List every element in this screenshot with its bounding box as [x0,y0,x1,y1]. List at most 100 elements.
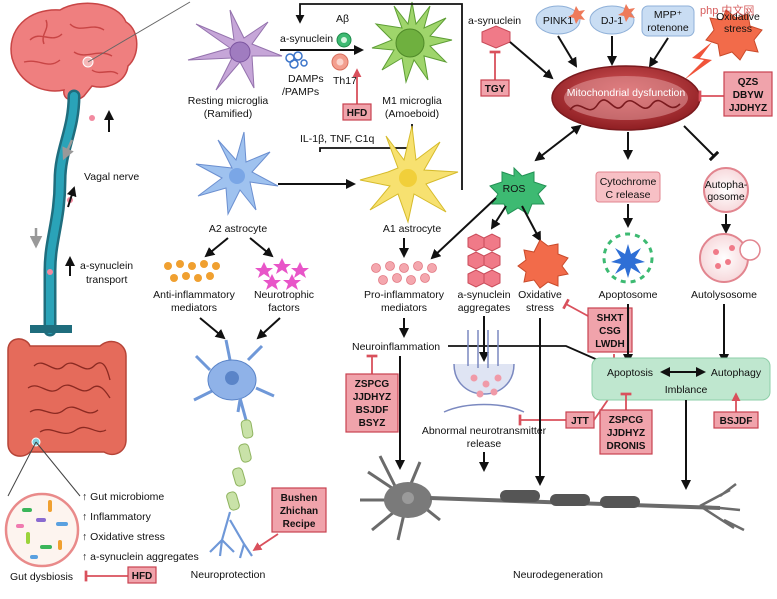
zspcg-line-1: ZSPCG [355,379,390,390]
cytokines-label: IL-1β, TNF, C1q [300,133,374,145]
dj1-oval [589,4,635,35]
pink1-label: PINK1 [543,15,574,27]
zspcg2-box [599,409,653,455]
bsjdf-label: BSJDF [720,416,753,427]
zspcg2-line-3: DRONIS [607,441,646,452]
apoptosome-icon [602,232,654,284]
shxt-line-2: CSG [599,326,621,337]
shxt-line-1: SHXT [597,313,624,324]
shxt-line-3: LWDH [595,339,624,350]
bushen-box [271,487,327,533]
ros-star [489,166,547,215]
ros-to-oxid-arrow [521,205,541,242]
zspcg-line-3: BSJDF [356,405,389,416]
shxt-box [587,307,633,353]
synapse-icon [443,330,525,413]
pro-inflammatory-dots [371,261,437,285]
asyn-top-label: a-synuclein [468,15,521,27]
hfd-gut-box [127,566,157,584]
anti-to-neuron-arrow [199,317,226,340]
gray-down-arrow-1 [62,139,74,161]
oxid-right-star [517,239,569,289]
transport-label-2: transport [86,274,128,286]
gut-zoom-line-1 [7,441,37,497]
bushen-line-1: Bushen [281,493,318,504]
neuroinflammation-label: Neuroinflammation [352,341,440,353]
mito-autoph-inhibit [683,125,720,162]
up-arrow-2 [66,186,77,208]
bushen-arrow [252,533,279,551]
mito-ros-double-arrow [534,124,582,162]
bushen-line-3: Recipe [283,519,316,530]
apoptosome-label: Apoptosome [599,289,658,301]
pro-inflammatory-label-1: Pro-inflammatory [364,289,445,301]
zspcg2-line-2: JJDHYZ [607,428,645,439]
neurotrophic-factors-icon [255,258,309,290]
neurotrophic-label-1: Neurotrophic [254,289,314,301]
abeta-icon [336,32,352,48]
damps-label-2: /PAMPs [282,86,319,98]
watermark: php 中文网 [700,3,754,17]
mpp-label-1: MPP⁺ [654,9,683,21]
gut-dysbiosis-label: Gut dysbiosis [10,571,73,583]
imbalance-band [591,357,771,401]
shxt-inhibit [562,298,589,317]
hfd-microglia-label: HFD [347,108,368,119]
m1-microglia-label-1: M1 microglia [382,95,442,107]
mpp-arrow [648,37,669,68]
a2-to-anti-arrow [204,237,229,258]
abeta-label: Aβ [336,13,349,25]
dj1-label: DJ-1 [601,15,623,27]
top-connector [295,3,463,190]
tgy-box [480,79,510,97]
pink1-arrow [557,35,578,68]
a2-astrocyte-label: A2 astrocyte [209,223,268,235]
microbiome-circle [4,492,80,568]
hfd-microglia-box [342,103,372,121]
autoph-label-1: Autopha- [705,179,748,191]
a2-astrocyte [195,131,279,216]
autoph-label-2: gosome [707,191,745,203]
resting-microglia-label-2: (Ramified) [204,108,252,120]
brain [10,2,138,101]
oxid-right-label-1: Oxidative [518,289,562,301]
cyto-label-2: C release [606,189,651,201]
ros-to-pro-arrow [430,197,497,260]
lightning-icon [684,42,712,80]
qzs-line-1: QZS [738,77,759,88]
autolysosome-icon [699,233,761,283]
protective-neuron [193,339,275,559]
degenerating-neuron [360,455,745,541]
mito-dysfunction-label: Mitochondrial dysfunction [567,87,686,99]
ros-to-agg-arrow [490,205,507,230]
resting-microglia-label-1: Resting microglia [188,95,269,107]
mitochondrion [551,65,701,131]
a2-to-neuro-arrow [249,237,274,258]
apoptosis-label: Apoptosis [607,367,653,379]
cyto-label-1: Cytochrome [600,176,657,188]
autophagosome-circle [703,167,749,213]
tgy-label: TGY [485,84,506,95]
th17-label: Th17 [333,75,357,87]
a1-astrocyte [359,125,459,224]
bsjdf-box [713,411,759,429]
autolysosome-label: Autolysosome [691,289,757,301]
zspcg2-line-1: ZSPCG [609,415,644,426]
m1-microglia [371,1,453,84]
abnormal-release-label-2: release [467,438,502,450]
zspcg-line-2: JJDHYZ [353,392,391,403]
anti-inflammatory-dots [164,260,220,282]
transport-label-1: a-synuclein [80,260,133,272]
qzs-line-2: DBYW [733,90,764,101]
anti-inflammatory-label-2: mediators [171,302,217,314]
qzs-box [723,71,773,117]
gut [7,338,127,457]
pro-inflammatory-label-2: mediators [381,302,427,314]
m1-microglia-label-2: (Amoeboid) [385,108,439,120]
neurodegeneration-label: Neurodegeneration [513,569,603,581]
neurotrophic-label-2: factors [268,302,300,314]
vagal-nerve [30,89,95,337]
zspcg-line-4: BSYZ [359,418,386,429]
gut-zoom-line-2 [35,441,81,497]
zspcg-box [345,373,399,433]
